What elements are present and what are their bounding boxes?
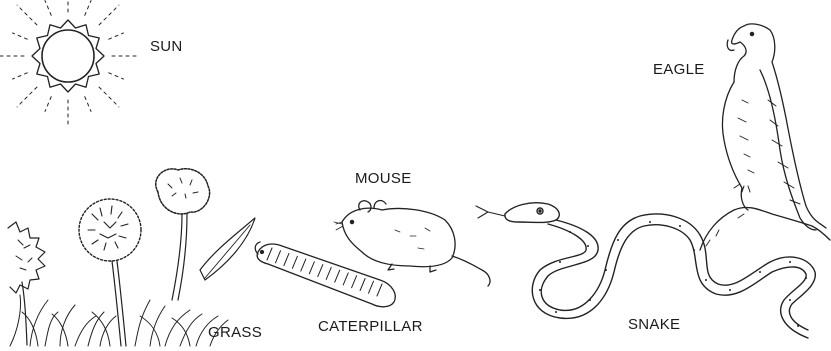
sun-ray xyxy=(109,33,124,39)
flower-head-left xyxy=(8,222,45,293)
sun-ray xyxy=(99,87,119,107)
snake-scale-dot xyxy=(789,261,791,263)
sun-illustration xyxy=(0,0,140,128)
sun-ray xyxy=(13,33,28,39)
caterpillar-illustration xyxy=(255,242,395,307)
caterpillar-label: CATERPILLAR xyxy=(318,318,423,335)
snake-scale-dot xyxy=(705,279,707,281)
grass-label: GRASS xyxy=(208,324,262,341)
sun-ray xyxy=(99,5,119,25)
sun-label: SUN xyxy=(150,38,183,55)
snake-label: SNAKE xyxy=(628,316,680,333)
mouse-label: MOUSE xyxy=(355,170,412,187)
sun-ray xyxy=(17,5,37,25)
snake-scale-dot xyxy=(729,289,731,291)
sun-ray xyxy=(45,97,51,112)
snake-scale-dot xyxy=(589,299,591,301)
snake-scale-dot xyxy=(679,225,681,227)
snake-scale-dot xyxy=(759,271,761,273)
sun-ray xyxy=(109,73,124,79)
sun-ray xyxy=(45,1,51,16)
snake-scale-dot xyxy=(587,245,589,247)
snake-scale-dot xyxy=(797,325,799,327)
snake-scale-dot xyxy=(693,249,695,251)
snake-scale-dot xyxy=(617,239,619,241)
eagle-label: EAGLE xyxy=(653,61,705,78)
snake-scale-dot xyxy=(649,221,651,223)
sun-ray xyxy=(85,1,91,16)
flower-head-tall xyxy=(156,169,210,214)
snake-scale-dot xyxy=(539,289,541,291)
sun-ray xyxy=(85,97,91,112)
snake-scale-dot xyxy=(805,277,807,279)
snake-scale-dot xyxy=(559,261,561,263)
snake-scale-dot xyxy=(555,311,557,313)
snake-scale-dot xyxy=(605,269,607,271)
flower-head-seedhead xyxy=(79,199,141,261)
mouse-illustration xyxy=(334,201,490,286)
sun-ray xyxy=(13,73,28,79)
snake-scale-dot xyxy=(569,231,571,233)
eagle-illustration xyxy=(700,24,830,250)
snake-scale-dot xyxy=(789,299,791,301)
grass-illustration xyxy=(8,169,255,346)
sun-ray xyxy=(17,87,37,107)
